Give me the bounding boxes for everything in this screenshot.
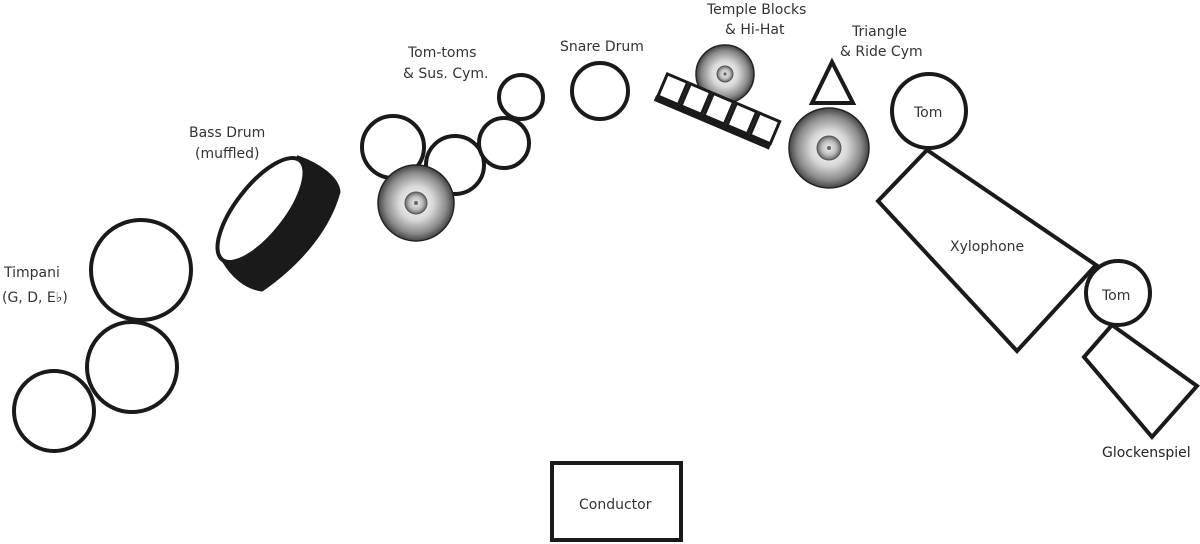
temple-block-5[interactable]	[748, 111, 782, 146]
triangle-label: Triangle	[851, 24, 907, 40]
timpani-label: Timpani	[3, 265, 60, 281]
ride-cymbal-center	[827, 146, 831, 150]
tom-upper[interactable]	[890, 72, 968, 150]
bass-drum-note-label: (muffled)	[195, 146, 259, 162]
triangle-group: Triangle & Ride Cym	[788, 24, 923, 189]
timpani-drum-small[interactable]	[12, 369, 96, 453]
timpani-drum-medium[interactable]	[85, 320, 179, 414]
temple-block-3[interactable]	[702, 91, 736, 127]
triangle[interactable]	[808, 57, 857, 105]
tom-toms-group: Tom-toms & Sus. Cym.	[360, 45, 545, 242]
tom-toms-label-2: & Sus. Cym.	[403, 66, 488, 82]
conductor-label: Conductor	[579, 497, 652, 513]
glockenspiel-group: Glockenspiel	[1081, 322, 1200, 461]
temple-blocks-base	[653, 95, 772, 150]
glockenspiel-label: Glockenspiel	[1102, 445, 1191, 461]
tom-lower-group: Tom	[1084, 259, 1152, 327]
timpani-group: Timpani (G, D, E♭)	[2, 218, 193, 453]
temple-blocks-label-2: & Hi-Hat	[725, 22, 785, 38]
tom-tom-3[interactable]	[477, 116, 531, 170]
tom-tom-4[interactable]	[497, 73, 545, 121]
tom-toms-label: Tom-toms	[407, 45, 476, 61]
temple-blocks-label: Temple Blocks	[706, 2, 806, 18]
temple-block-2[interactable]	[679, 81, 713, 117]
temple-blocks-group: Temple Blocks & Hi-Hat	[653, 2, 806, 150]
timpani-notes-label: (G, D, E♭)	[2, 290, 68, 306]
xylophone-group: Xylophone	[875, 147, 1100, 354]
snare-drum[interactable]	[570, 61, 630, 121]
hi-hat-center	[723, 72, 727, 76]
tom-upper-group: Tom	[890, 72, 968, 150]
timpani-drum-large[interactable]	[89, 218, 193, 322]
snare-group: Snare Drum	[560, 39, 644, 121]
snare-label: Snare Drum	[560, 39, 644, 55]
conductor-podium[interactable]	[550, 461, 683, 542]
xylophone-label: Xylophone	[950, 239, 1024, 255]
xylophone[interactable]	[875, 147, 1100, 354]
glockenspiel[interactable]	[1081, 322, 1200, 441]
bass-drum-group: Bass Drum (muffled)	[189, 125, 341, 292]
tom-lower-label: Tom	[1101, 288, 1130, 304]
tom-lower[interactable]	[1084, 259, 1152, 327]
temple-block-4[interactable]	[725, 101, 759, 136]
tom-upper-label: Tom	[913, 105, 942, 121]
triangle-label-2: & Ride Cym	[840, 44, 923, 60]
conductor-group: Conductor	[550, 461, 683, 542]
bass-drum-head[interactable]	[203, 145, 320, 275]
suspended-cymbal-center	[414, 201, 418, 205]
bass-drum-label: Bass Drum	[189, 125, 265, 141]
temple-block-1[interactable]	[656, 71, 690, 107]
